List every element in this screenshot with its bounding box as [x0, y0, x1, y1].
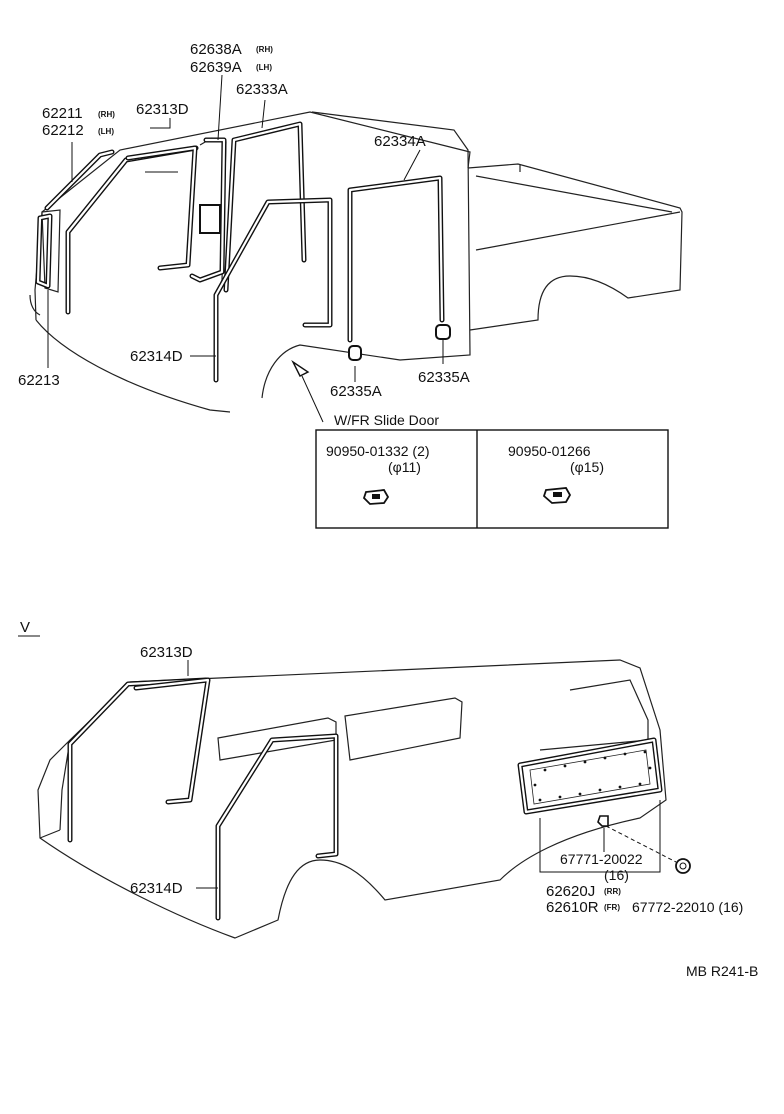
top-truck-bed-outline: [467, 163, 683, 331]
quarter-window-seal-62620J-inner: [518, 738, 662, 814]
label-67772-22010: 67772-22010 (16): [632, 899, 743, 915]
label-62333A: 62333A: [236, 81, 288, 98]
label-62639A: 62639A: [190, 59, 242, 76]
top-weatherstrips: [35, 121, 451, 383]
callout-right-size: (φ15): [570, 459, 604, 475]
quarter-window-rivets: [533, 750, 652, 802]
van-weatherstrip-62314D: [215, 733, 339, 921]
van-weatherstrip-62314D-inner: [216, 734, 338, 920]
label-62213: 62213: [18, 372, 60, 389]
label-62211-side: (RH): [98, 110, 115, 119]
van-weatherstrip-front-pillar-inner: [68, 678, 208, 842]
slide-door-callout: W/FR Slide Door 90950-01332 (2) (φ11) 90…: [315, 412, 669, 529]
van-weatherstrip-front-pillar: [67, 677, 209, 843]
label-62211: 62211: [42, 105, 83, 122]
label-67771-20022: 67771-20022: [560, 851, 643, 867]
van-weatherstrip-62313D: [133, 677, 211, 805]
label-62335A-left: 62335A: [330, 383, 382, 400]
label-62638A-side: (RH): [256, 45, 273, 54]
label-67771-qty: (16): [604, 867, 629, 883]
van-window-mid: [344, 697, 463, 761]
top-cab-roof-outline: [29, 111, 471, 413]
reference-code: MB R241-B: [686, 963, 758, 979]
label-62334A: 62334A: [374, 133, 426, 150]
clip-67772-22010-icon: [675, 858, 691, 874]
slide-door-arrow: [291, 359, 324, 423]
weatherstrip-62333A-inner: [224, 122, 306, 292]
van-window-rear: [539, 679, 649, 751]
weatherstrip-62314D: [213, 197, 333, 383]
label-62212: 62212: [42, 122, 84, 139]
weatherstrip-62334A-inner: [348, 176, 444, 342]
weatherstrip-62213-inner: [36, 214, 52, 288]
van-window-front-side: [217, 717, 337, 761]
weatherstrip-front-pillar-inner: [66, 146, 198, 314]
label-62314D-bottom: 62314D: [130, 880, 183, 897]
bottom-weatherstrips: [67, 677, 691, 921]
label-62313D-top: 62313D: [136, 101, 189, 118]
weatherstrip-62334A: [347, 175, 445, 343]
van-body-outline: [37, 659, 667, 939]
bottom-leader-lines: [187, 660, 677, 889]
van-front-outline: [39, 739, 71, 839]
label-62620J: 62620J: [546, 883, 595, 900]
clip-62335A-right: [435, 324, 451, 340]
weatherstrip-62314D-inner: [214, 198, 332, 382]
top-front-pillar-outline: [41, 209, 61, 293]
van-weatherstrip-62313D-inner: [134, 678, 210, 804]
bottom-vehicle-illustration: [37, 659, 667, 939]
label-62620J-side: (RR): [604, 887, 621, 896]
weatherstrip-62211-inner: [45, 150, 114, 210]
top-cab-side-outline: [261, 111, 471, 399]
callout-box: [315, 429, 669, 529]
label-62638A: 62638A: [190, 41, 242, 58]
clip-62335A-left: [348, 345, 362, 361]
top-leader-lines: [47, 74, 444, 382]
weatherstrip-62313D: [125, 145, 198, 271]
label-62313D-bottom: 62313D: [140, 644, 193, 661]
bottom-labels: 62313D 62314D 67771-20022 (16) 62620J (R…: [130, 644, 743, 916]
label-62610R: 62610R: [546, 899, 599, 916]
variant-label: V: [20, 619, 30, 636]
callout-left-part: 90950-01332 (2): [326, 443, 430, 459]
callout-left-size: (φ11): [388, 459, 421, 475]
label-62314D-top: 62314D: [130, 348, 183, 365]
clip-67771-20022-icon: [597, 815, 609, 827]
label-62639A-side: (LH): [256, 63, 272, 72]
weatherstrip-62313D-inner: [126, 146, 197, 270]
callout-right-part: 90950-01266: [508, 443, 591, 459]
label-62212-side: (LH): [98, 127, 114, 136]
weatherstrip-front-pillar: [65, 145, 199, 315]
quarter-window-glass: [529, 749, 651, 805]
top-labels: 62638A (RH) 62639A (LH) 62211 (RH) 62212…: [18, 41, 470, 400]
door-latch-bracket: [199, 204, 221, 234]
label-62335A-right: 62335A: [418, 369, 470, 386]
callout-title: W/FR Slide Door: [334, 412, 439, 428]
label-62610R-side: (FR): [604, 903, 620, 912]
